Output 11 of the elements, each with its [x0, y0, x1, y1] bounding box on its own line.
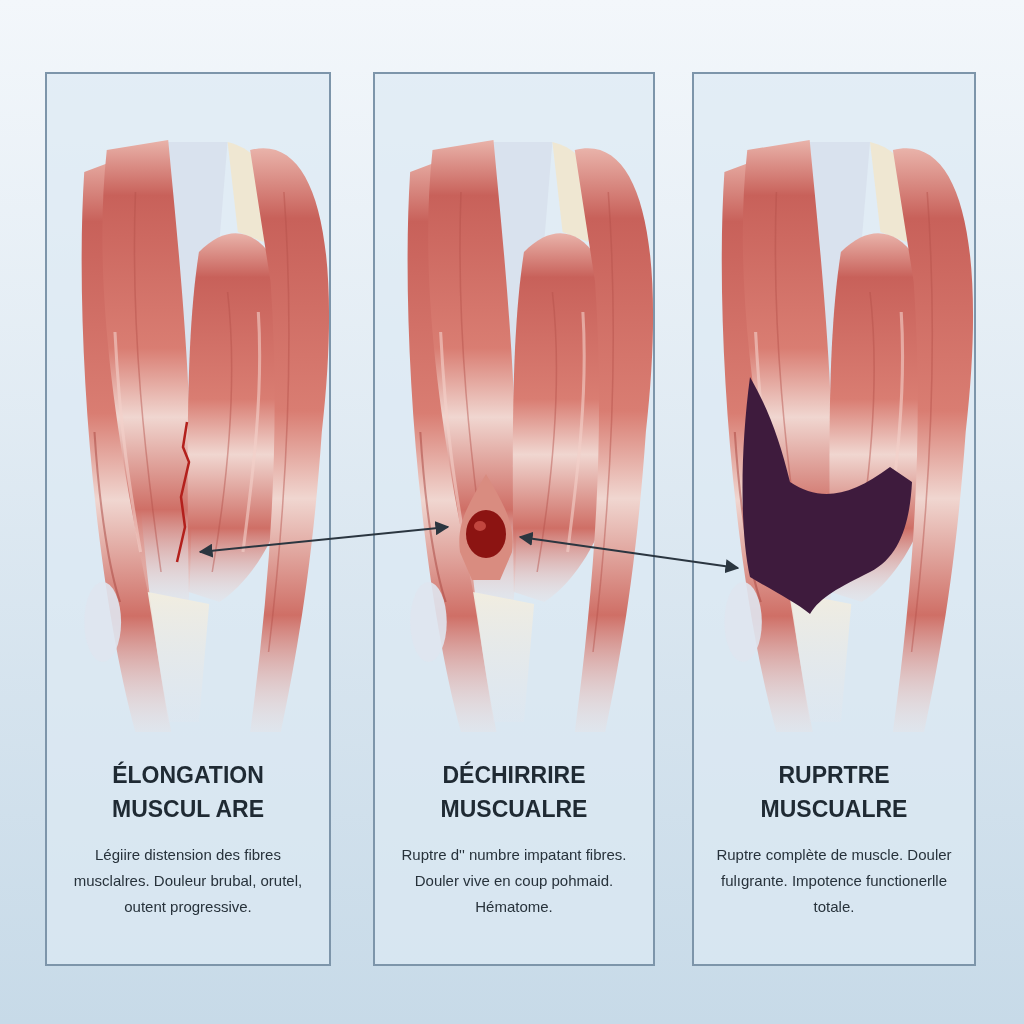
stage-description: Légiire distension des fibres musclalres. Douleur brubal, orutel, outent progressive.	[72, 845, 304, 917]
arrow	[198, 521, 450, 558]
stage-description: Ruptre complète de muscle. Douler fulıgrante. Impotence functionerlle totale.	[715, 845, 953, 917]
stage-panel	[692, 72, 976, 966]
stage-heading: DÉCHIRRIRE MUSCUALRE	[439, 760, 589, 824]
stage-heading: ÉLONGATION MUSCUL ARE	[110, 760, 266, 824]
stage-description: Ruptre d'' numbre impatant fibres. Douler vive en coup pohmaid. Hématome.	[400, 845, 628, 917]
stage-panel	[45, 72, 331, 966]
stage-heading: RUPRTRE MUSCUALRE	[759, 761, 909, 824]
arrow	[518, 531, 740, 574]
stage-panel	[373, 72, 655, 966]
